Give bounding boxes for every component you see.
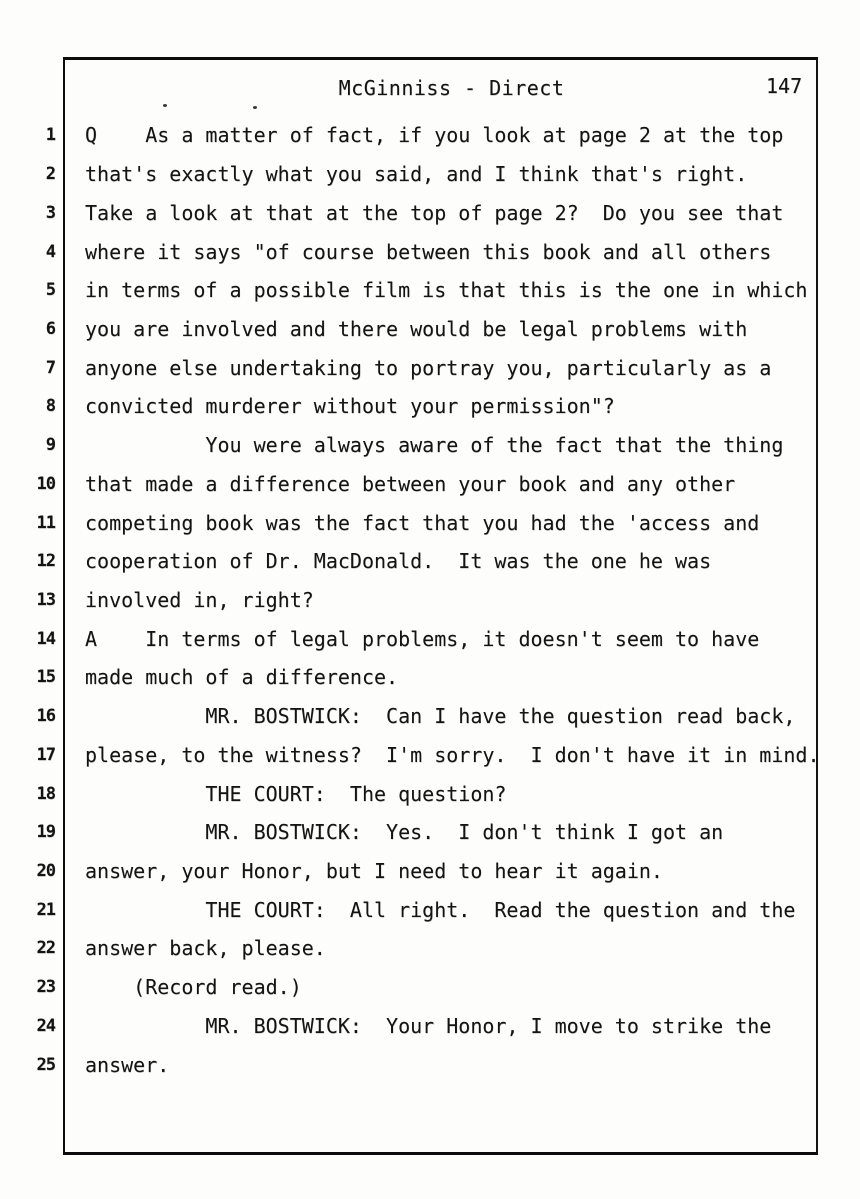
line-text: involved in, right? <box>85 587 314 612</box>
transcript-lines: 1 Q As a matter of fact, if you look at p… <box>0 116 860 1084</box>
transcript-line: 25 answer. <box>0 1045 860 1084</box>
line-text: You were always aware of the fact that t… <box>85 433 784 458</box>
line-number: 13 <box>36 589 56 610</box>
line-number: 6 <box>45 318 56 339</box>
line-number: 9 <box>45 435 56 456</box>
line-text: answer. <box>85 1052 170 1077</box>
line-number: 21 <box>36 899 56 920</box>
page-number: 147 <box>766 74 803 98</box>
transcript-line: 11 competing book was the fact that you h… <box>0 503 860 542</box>
line-text: made much of a difference. <box>85 665 399 690</box>
transcript-line: 13 involved in, right? <box>0 581 860 620</box>
line-number: 11 <box>36 512 56 533</box>
line-number: 3 <box>45 202 56 223</box>
line-text: where it says "of course between this bo… <box>85 239 772 264</box>
transcript-line: 14 A In terms of legal problems, it doesn… <box>0 619 860 658</box>
line-text: MR. BOSTWICK: Yes. I don't think I got a… <box>85 820 724 845</box>
line-text: cooperation of Dr. MacDonald. It was the… <box>85 549 712 574</box>
line-number: 24 <box>36 1015 56 1036</box>
line-text: that made a difference between your book… <box>85 471 736 496</box>
scan-speck <box>253 106 257 109</box>
line-number: 23 <box>36 977 56 998</box>
line-number: 18 <box>36 783 56 804</box>
transcript-line: 16 MR. BOSTWICK: Can I have the question… <box>0 697 860 736</box>
line-number: 25 <box>36 1054 56 1075</box>
line-text: THE COURT: The question? <box>85 781 507 806</box>
line-text: Q As a matter of fact, if you look at pa… <box>85 123 784 148</box>
transcript-line: 24 MR. BOSTWICK: Your Honor, I move to s… <box>0 1007 860 1046</box>
line-number: 1 <box>45 125 56 146</box>
line-number: 8 <box>45 396 56 417</box>
line-text: MR. BOSTWICK: Your Honor, I move to stri… <box>85 1013 772 1038</box>
line-text: you are involved and there would be lega… <box>85 316 748 341</box>
line-number: 19 <box>36 822 56 843</box>
line-text: MR. BOSTWICK: Can I have the question re… <box>85 704 796 729</box>
line-number: 14 <box>36 628 56 649</box>
line-text: answer, your Honor, but I need to hear i… <box>85 859 663 884</box>
line-text: answer back, please. <box>85 936 326 961</box>
transcript-line: 23 (Record read.) <box>0 968 860 1007</box>
transcript-border-box <box>63 57 818 1155</box>
transcript-line: 20 answer, your Honor, but I need to hear… <box>0 852 860 891</box>
line-number: 2 <box>45 164 56 185</box>
transcript-line: 12 cooperation of Dr. MacDonald. It was t… <box>0 542 860 581</box>
line-number: 15 <box>36 667 56 688</box>
line-text: anyone else undertaking to portray you, … <box>85 355 772 380</box>
transcript-line: 9 You were always aware of the fact that… <box>0 426 860 465</box>
transcript-line: 21 THE COURT: All right. Read the questi… <box>0 890 860 929</box>
line-number: 22 <box>36 938 56 959</box>
line-number: 4 <box>45 241 56 262</box>
transcript-line: 17 please, to the witness? I'm sorry. I d… <box>0 736 860 775</box>
line-text: in terms of a possible film is that this… <box>85 278 808 303</box>
line-text: competing book was the fact that you had… <box>85 510 760 535</box>
line-number: 12 <box>36 551 56 572</box>
transcript-line: 6 you are involved and there would be leg… <box>0 310 860 349</box>
transcript-line: 18 THE COURT: The question? <box>0 774 860 813</box>
scan-speck <box>163 104 167 107</box>
line-number: 7 <box>45 357 56 378</box>
transcript-line: 8 convicted murderer without your permiss… <box>0 387 860 426</box>
line-text: (Record read.) <box>85 975 302 1000</box>
transcript-line: 4 where it says "of course between this b… <box>0 232 860 271</box>
line-number: 10 <box>36 473 56 494</box>
line-text: convicted murderer without your permissi… <box>85 394 615 419</box>
transcript-line: 3 Take a look at that at the top of page … <box>0 193 860 232</box>
transcript-line: 22 answer back, please. <box>0 929 860 968</box>
transcript-line: 1 Q As a matter of fact, if you look at p… <box>0 116 860 155</box>
page-header-title: McGinniss - Direct <box>338 76 565 100</box>
transcript-line: 19 MR. BOSTWICK: Yes. I don't think I go… <box>0 813 860 852</box>
line-text: that's exactly what you said, and I thin… <box>85 162 748 187</box>
line-number: 5 <box>45 280 56 301</box>
transcript-line: 15 made much of a difference. <box>0 658 860 697</box>
transcript-line: 5 in terms of a possible film is that thi… <box>0 271 860 310</box>
transcript-line: 10 that made a difference between your bo… <box>0 464 860 503</box>
line-text: please, to the witness? I'm sorry. I don… <box>85 742 820 767</box>
line-number: 16 <box>36 706 56 727</box>
line-number: 17 <box>36 744 56 765</box>
line-text: A In terms of legal problems, it doesn't… <box>85 626 760 651</box>
transcript-line: 2 that's exactly what you said, and I thi… <box>0 155 860 194</box>
line-text: Take a look at that at the top of page 2… <box>85 200 784 225</box>
line-number: 20 <box>36 861 56 882</box>
line-text: THE COURT: All right. Read the question … <box>85 897 796 922</box>
transcript-line: 7 anyone else undertaking to portray you,… <box>0 348 860 387</box>
